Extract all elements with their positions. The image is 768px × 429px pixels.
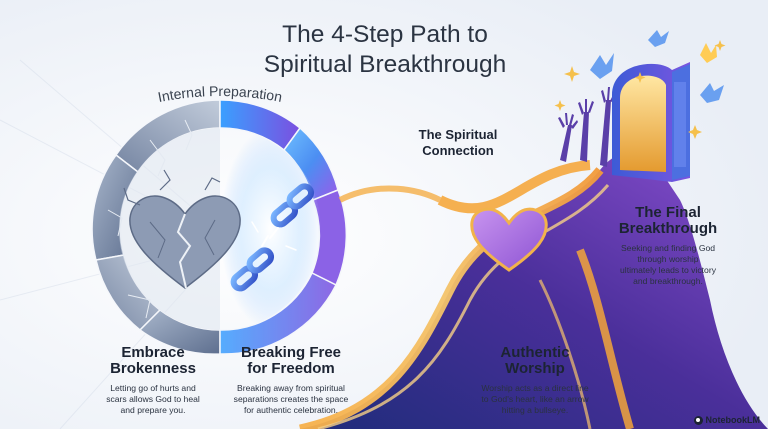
- brand-mark: NotebookLM: [693, 415, 761, 425]
- broken-heart-icon: [123, 169, 241, 289]
- raised-hands-icon: [558, 87, 653, 177]
- brand-name: NotebookLM: [705, 415, 761, 425]
- title-line-1: The 4-Step Path to: [282, 21, 488, 48]
- dove-icon: [590, 30, 724, 103]
- spiritual-connection-label: The Spiritual Connection: [418, 127, 498, 158]
- page-title: The 4-Step Path to Spiritual Breakthroug…: [180, 20, 590, 80]
- heart-icon: [470, 207, 548, 272]
- title-line-2: Spiritual Breakthrough: [263, 51, 507, 78]
- internal-preparation-label: Internal Preparation: [156, 83, 283, 105]
- notebooklm-logo-icon: [693, 415, 703, 425]
- path-ribbon: [299, 153, 768, 429]
- broken-chain-icon: [230, 183, 315, 292]
- glass-ring: [219, 99, 348, 355]
- sparkle-icon: [554, 40, 726, 139]
- open-door-icon: [612, 62, 690, 182]
